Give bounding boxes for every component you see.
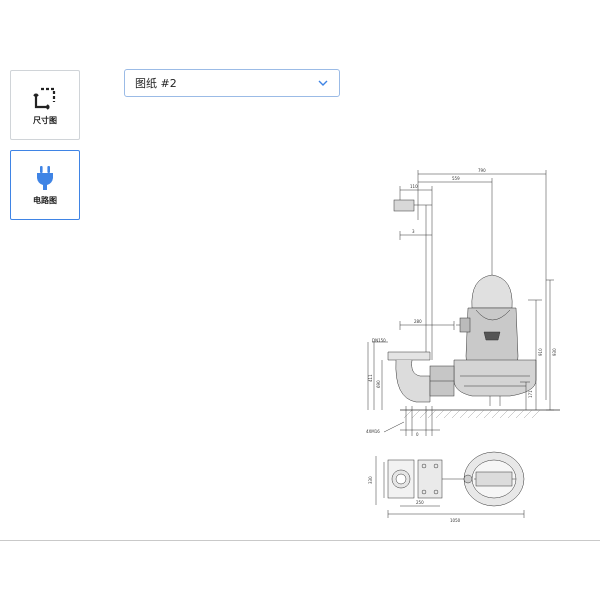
dim-330: 330 (368, 476, 373, 484)
nav-circuit-button[interactable]: 电路图 (10, 150, 80, 220)
chevron-down-icon (317, 77, 329, 89)
dim-910: 910 (538, 348, 543, 356)
plug-icon (32, 165, 58, 191)
nav-dimensions-button[interactable]: 尺寸图 (10, 70, 80, 140)
dim-bolts: 4XM16 (366, 429, 380, 434)
drawing-select[interactable]: 图纸 #2 (124, 69, 340, 97)
bottom-divider (0, 540, 600, 541)
dim-690: 690 (376, 380, 381, 388)
dim-411: 411 (368, 374, 373, 382)
pump-dimension-drawing: 790 559 110 3 280 DN150 910 930 411 690 … (366, 168, 560, 523)
nav-dimensions-label: 尺寸图 (33, 115, 57, 125)
dim-3: 3 (412, 229, 415, 234)
dim-930: 930 (552, 348, 557, 356)
dimensions-icon (32, 85, 58, 111)
dim-280: 280 (414, 319, 422, 324)
dim-559: 559 (452, 176, 460, 181)
dim-0: 0 (416, 432, 419, 437)
drawing-select-value: 图纸 #2 (135, 77, 177, 90)
dim-1050: 1050 (450, 518, 461, 523)
dim-171: 171 (528, 390, 533, 398)
nav-circuit-label: 电路图 (33, 195, 57, 205)
dim-250: 250 (416, 500, 424, 505)
dim-dn150: DN150 (372, 338, 386, 343)
dim-110: 110 (410, 184, 418, 189)
dim-790: 790 (478, 168, 486, 173)
